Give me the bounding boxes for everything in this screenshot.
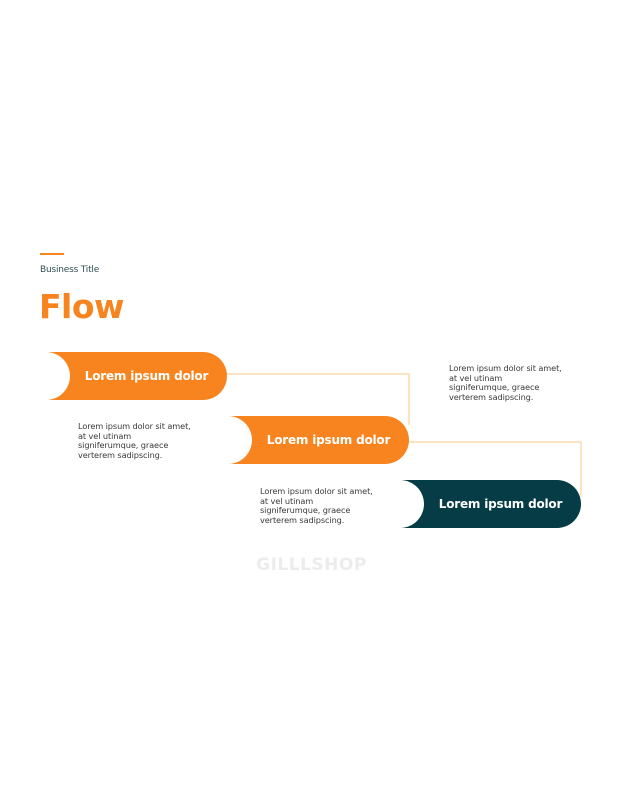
subtitle: Business Title <box>40 265 100 275</box>
flow-step-label: Lorem ipsum dolor <box>84 369 209 383</box>
connector-2-3 <box>409 441 582 497</box>
flow-step-label: Lorem ipsum dolor <box>266 433 391 447</box>
step-1-description: Lorem ipsum dolor sit amet, at vel utina… <box>449 363 562 402</box>
page-title: Flow <box>39 287 125 326</box>
connector-1-2 <box>226 373 410 425</box>
pill-notch <box>20 352 70 400</box>
pill-notch <box>374 480 424 528</box>
flow-step-1: Lorem ipsum dolor <box>20 352 227 400</box>
flow-step-label: Lorem ipsum dolor <box>438 497 563 511</box>
accent-line <box>40 253 64 255</box>
flow-step-3: Lorem ipsum dolor <box>374 480 581 528</box>
flow-step-2: Lorem ipsum dolor <box>202 416 409 464</box>
step-2-description: Lorem ipsum dolor sit amet, at vel utina… <box>78 421 191 460</box>
pill-notch <box>202 416 252 464</box>
step-3-description: Lorem ipsum dolor sit amet, at vel utina… <box>260 486 373 525</box>
watermark: GILLLSHOP <box>256 555 367 575</box>
